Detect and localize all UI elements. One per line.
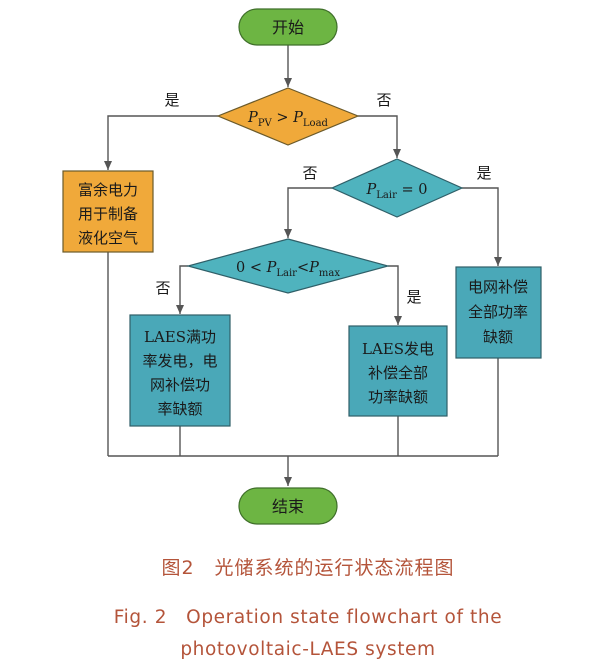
edge-label-d2-no: 否 (302, 164, 317, 182)
decision-plair-range-label: 0 < PLair<Pmax (236, 260, 340, 279)
figure-caption-english-line-1: Fig. 2 Operation state flowchart of the (113, 607, 503, 628)
surplus-line-3: 液化空气 (78, 229, 138, 247)
laes-full-line-2: 率发电，电 (142, 352, 217, 370)
grid-line-2: 全部功率 (468, 303, 528, 321)
arrow-d3-yes (388, 265, 402, 325)
figure-caption-chinese: 图2 光储系统的运行状态流程图 (161, 557, 455, 579)
surplus-line-1: 富余电力 (78, 181, 138, 199)
decision-pv-vs-load-label: PPV > PLoad (247, 110, 328, 129)
laes-gen-line-3: 功率缺额 (368, 388, 428, 406)
process-laes-generation: LAES发电 补偿全部 功率缺额 (348, 325, 448, 417)
edge-label-d3-yes: 是 (406, 288, 421, 306)
grid-line-3: 缺额 (483, 328, 513, 346)
start-node: 开始 (238, 8, 338, 46)
process-laes-full-power: LAES满功 率发电，电 网补偿功 率缺额 (129, 314, 231, 427)
grid-line-1: 电网补偿 (468, 278, 528, 296)
laes-gen-line-2: 补偿全部 (368, 364, 428, 382)
decision-plair-zero-label: PLair = 0 (366, 182, 428, 201)
edge-label-d2-yes: 是 (476, 164, 491, 182)
figure-caption-english-line-2: photovoltaic-LAES system (180, 639, 436, 660)
edge-label-d3-no: 否 (155, 279, 170, 297)
arrow-d1-yes (104, 115, 218, 170)
decision-plair-zero: PLair = 0 (330, 158, 464, 218)
start-label: 开始 (272, 18, 304, 37)
laes-full-line-4: 率缺额 (157, 400, 202, 418)
surplus-line-2: 用于制备 (78, 205, 138, 223)
arrow-d1-no (358, 115, 401, 158)
decision-plair-range: 0 < PLair<Pmax (185, 238, 391, 294)
arrow-d2-yes (462, 187, 502, 266)
laes-full-line-1: LAES满功 (144, 328, 216, 346)
edge-label-d1-yes: 是 (164, 91, 179, 109)
flowchart: 开始 PPV > PLoad PLair = 0 0 < PLair<Pmax … (62, 8, 542, 525)
arrow-d3-no (176, 265, 188, 314)
arrow-d2-no (284, 187, 332, 238)
process-surplus-liquefy: 富余电力 用于制备 液化空气 (62, 170, 154, 253)
laes-full-line-3: 网补偿功 (150, 376, 210, 394)
end-label: 结束 (272, 497, 304, 516)
end-node: 结束 (238, 487, 338, 525)
laes-gen-line-1: LAES发电 (362, 340, 434, 358)
connectors (104, 44, 502, 486)
decision-pv-vs-load: PPV > PLoad (216, 87, 360, 146)
process-grid-full-compensation: 电网补偿 全部功率 缺额 (455, 266, 542, 359)
edge-label-d1-no: 否 (376, 91, 391, 109)
